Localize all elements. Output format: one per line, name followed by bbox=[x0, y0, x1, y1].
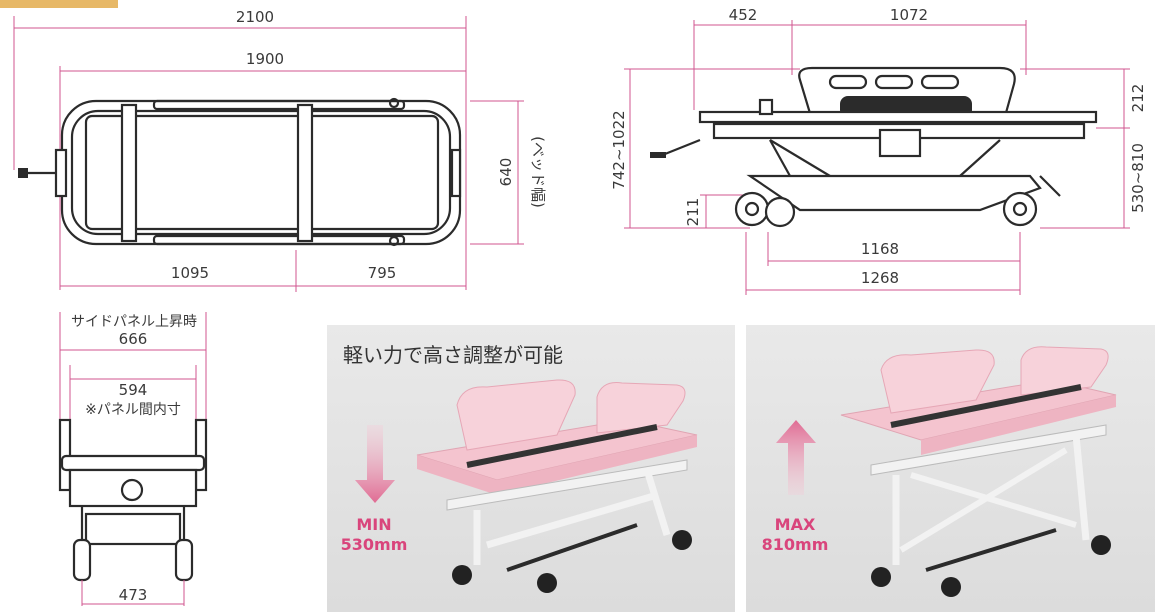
dim-530-810: 530~810 bbox=[1129, 143, 1147, 213]
front-view-bed bbox=[58, 418, 208, 582]
dim-640-note: (ベッド幅) bbox=[529, 136, 547, 208]
min-label: MIN 530mm bbox=[339, 515, 409, 555]
photo-title: 軽い力で高さ調整が可能 bbox=[343, 343, 563, 367]
stretcher-max-illustration bbox=[776, 346, 1117, 597]
side-view: 452 1072 742~1022 211 212 530~810 1168 1… bbox=[610, 6, 1147, 295]
side-view-bed bbox=[650, 66, 1098, 228]
photo-max: MAX 810mm bbox=[746, 325, 1155, 612]
dim-640: 640 bbox=[497, 158, 515, 187]
top-view: 2100 1900 640 (ベッド幅) 1095 795 bbox=[13, 8, 547, 292]
dim-1268: 1268 bbox=[861, 269, 899, 287]
dim-666: 666 bbox=[119, 330, 148, 348]
dim-2100: 2100 bbox=[236, 8, 274, 26]
max-label: MAX 810mm bbox=[760, 515, 830, 555]
dim-594: 594 bbox=[119, 381, 148, 399]
photo-min: 軽い力で高さ調整が可能 MIN 530mm bbox=[327, 325, 735, 612]
top-view-bed bbox=[18, 97, 462, 247]
dim-742-1022: 742~1022 bbox=[610, 110, 628, 189]
dim-211: 211 bbox=[684, 198, 702, 227]
corner-accent bbox=[0, 0, 118, 8]
up-arrow-icon bbox=[776, 420, 816, 495]
dim-1095: 1095 bbox=[171, 264, 209, 282]
max-label-value: 810mm bbox=[761, 535, 829, 554]
min-label-title: MIN bbox=[356, 515, 392, 534]
min-label-value: 530mm bbox=[340, 535, 408, 554]
dim-452: 452 bbox=[729, 6, 758, 24]
front-view: サイドパネル上昇時 666 594 ※パネル間内寸 473 bbox=[58, 312, 208, 606]
dim-1072: 1072 bbox=[890, 6, 928, 24]
dim-594-note: ※パネル間内寸 bbox=[85, 402, 181, 418]
dim-212: 212 bbox=[1129, 84, 1147, 113]
dim-1168: 1168 bbox=[861, 240, 899, 258]
max-label-title: MAX bbox=[774, 515, 816, 534]
dim-1900: 1900 bbox=[246, 50, 284, 68]
dim-795: 795 bbox=[368, 264, 397, 282]
down-arrow-icon bbox=[355, 425, 395, 503]
stretcher-min-illustration bbox=[355, 379, 698, 593]
dim-473: 473 bbox=[119, 586, 148, 604]
label-panel-raised: サイドパネル上昇時 bbox=[71, 314, 197, 330]
